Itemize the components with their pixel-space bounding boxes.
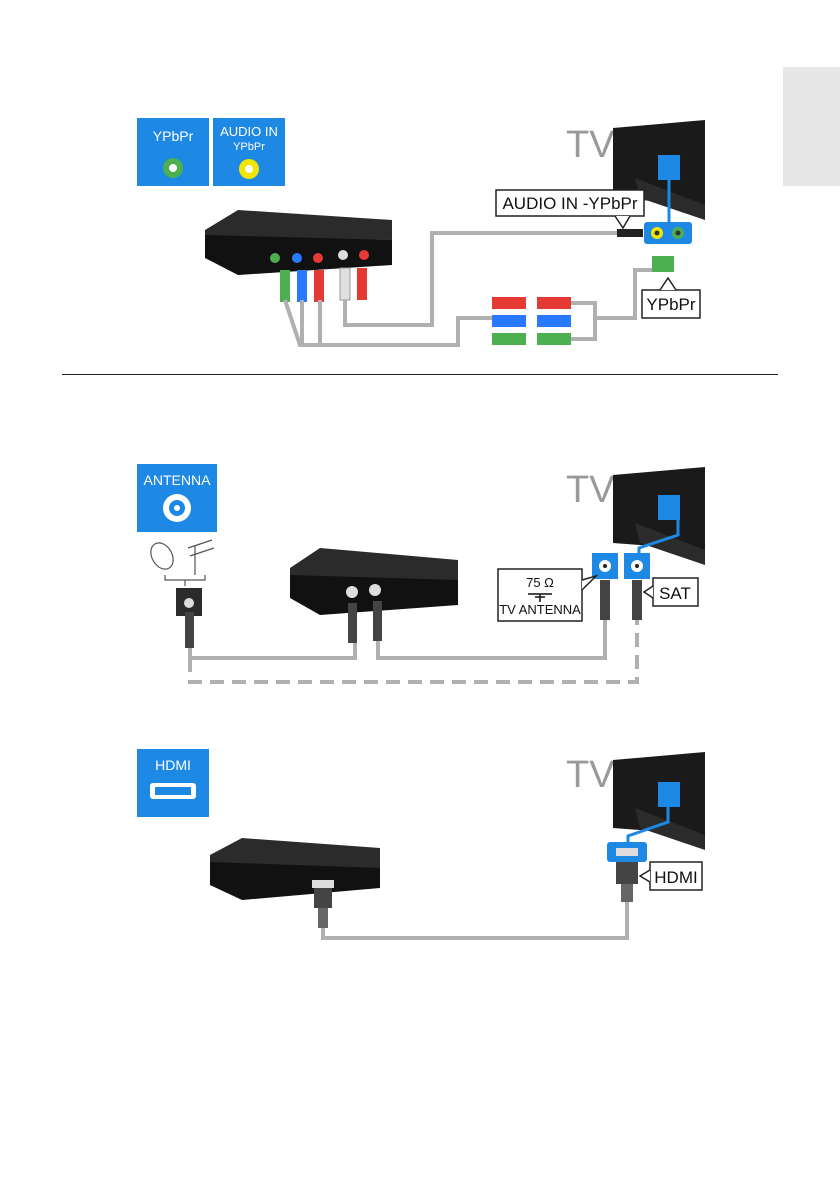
callout-hdmi: HDMI: [640, 862, 702, 890]
dish-and-aerial-icon: [146, 539, 214, 586]
hdmi-cable: [323, 902, 627, 938]
callout-ypbpr: YPbPr: [642, 278, 700, 318]
callout-hdmi-text: HDMI: [654, 868, 697, 887]
tv-illustration-antenna: [613, 467, 705, 565]
callout-ypbpr-text: YPbPr: [646, 295, 695, 314]
antenna-cables: [190, 620, 637, 682]
antenna-badge: ANTENNA: [137, 464, 217, 532]
callout-tv-antenna-text: TV ANTENNA: [499, 602, 581, 617]
rca-couplers: [492, 297, 595, 345]
antenna-badge-label: ANTENNA: [144, 472, 212, 488]
hdmi-set-top-box: [210, 838, 380, 900]
audio-badge-line2: YPbPr: [233, 141, 265, 153]
callout-tv-antenna: 75 Ω TV ANTENNA: [498, 569, 596, 621]
ypbpr-badge-label: YPbPr: [153, 128, 194, 144]
callout-ohm-text: 75 Ω: [526, 575, 554, 590]
antenna-section: ANTENNA TV: [137, 464, 705, 682]
callout-audio-in: AUDIO IN -YPbPr: [496, 190, 644, 228]
hdmi-badge-label: HDMI: [155, 757, 191, 773]
tv-label-antenna: TV: [566, 469, 615, 511]
tv-label-hdmi: TV: [566, 754, 615, 796]
callout-sat: SAT: [644, 578, 698, 606]
component-section: YPbPr AUDIO IN YPbPr TV AUDIO IN -: [137, 118, 705, 345]
callout-audio-in-text: AUDIO IN -YPbPr: [502, 194, 637, 213]
audio-in-badge: AUDIO IN YPbPr: [213, 118, 285, 186]
ypbpr-badge: YPbPr: [137, 118, 209, 186]
hdmi-section: HDMI TV HDMI: [137, 749, 705, 938]
callout-sat-text: SAT: [659, 584, 691, 603]
tv-label: TV: [566, 124, 615, 166]
component-set-top-box: [205, 210, 392, 275]
hdmi-badge: HDMI: [137, 749, 209, 817]
tv-illustration-hdmi: [613, 752, 705, 850]
audio-badge-line1: AUDIO IN: [220, 124, 278, 139]
